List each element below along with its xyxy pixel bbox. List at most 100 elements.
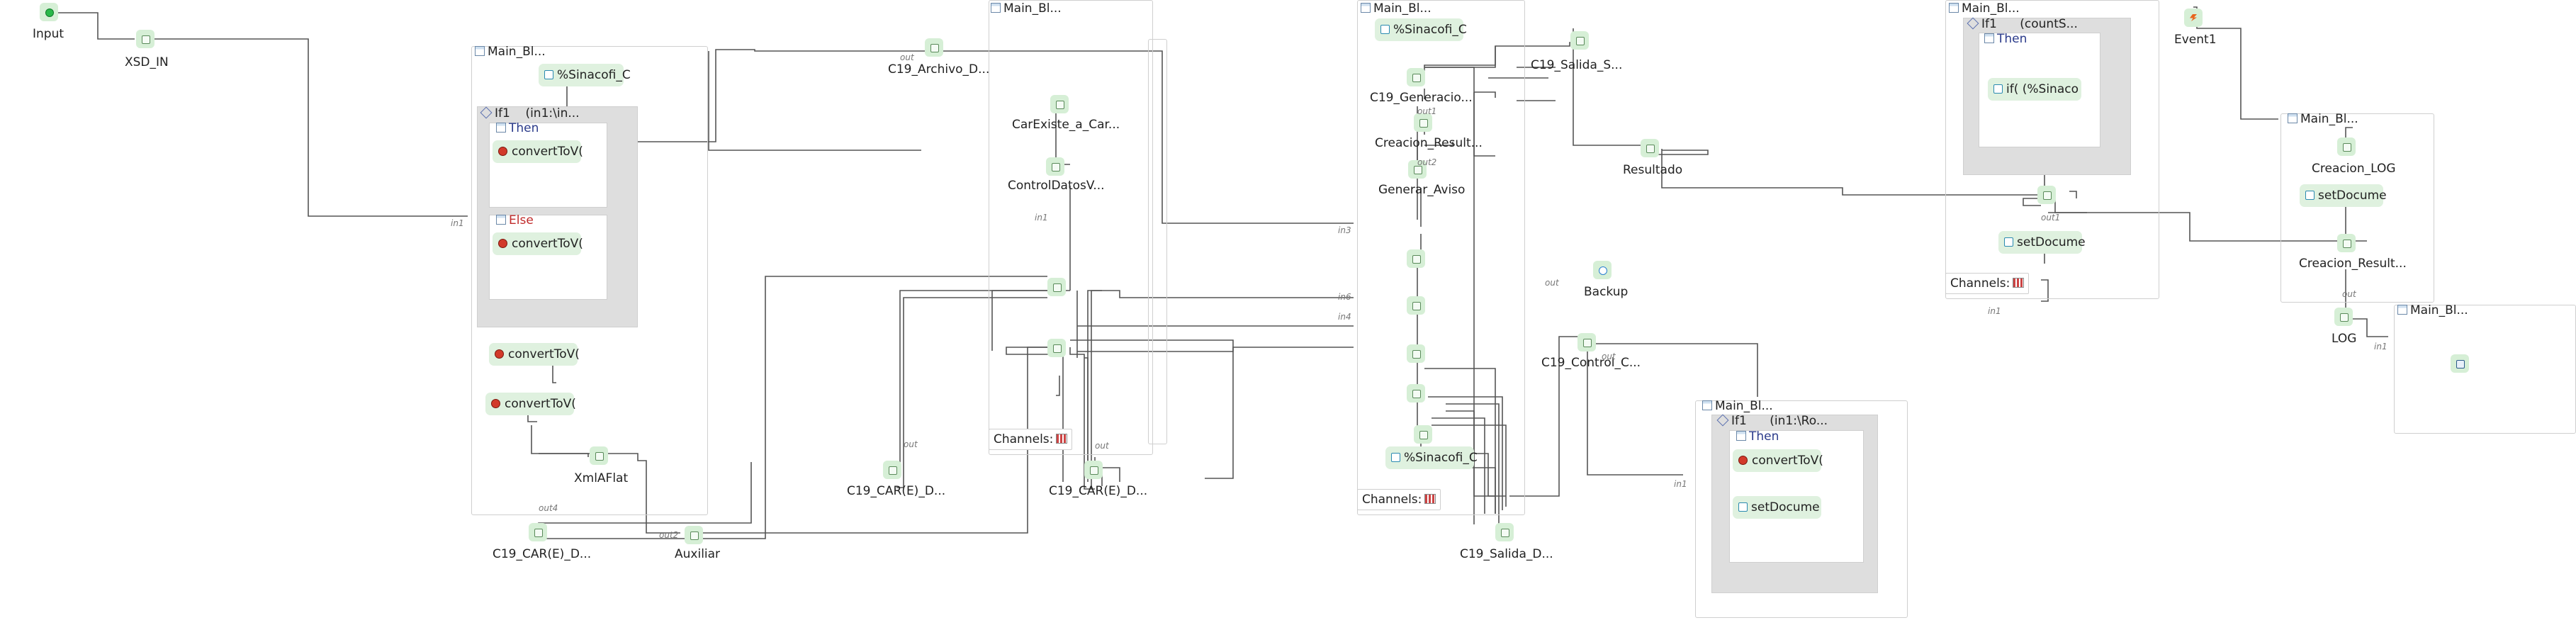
block-icon [475,46,485,56]
main-block-panel-2[interactable] [989,0,1153,455]
c19-car-mid-label: C19_CAR(E)_D... [847,484,946,498]
step-node-3[interactable] [1407,344,1425,363]
controldatos-node[interactable] [1046,157,1064,176]
generar-aviso-label: Generar_Aviso [1378,183,1466,197]
function-icon [495,349,504,359]
end-node[interactable] [2451,354,2469,373]
channels-icon [1424,494,1436,504]
main-block-panel-7[interactable] [1695,400,1908,618]
port-in1-d: in1 [2374,342,2387,351]
auxiliar-label: Auxiliar [675,547,721,561]
assign-icon [2004,237,2013,247]
then-title-3: Then [1736,429,1779,444]
if-diamond-icon [1967,17,1979,30]
port-out1-a: out1 [1417,106,1437,116]
convert-else-pill[interactable]: convertToV( [493,232,583,255]
assign-icon [1738,502,1748,512]
main-block-side-2 [1148,39,1167,444]
port-out-f: out [2342,289,2356,299]
assign-icon [1380,25,1390,34]
then-block-1[interactable] [489,123,607,208]
if-block-title-3: If1 (in1:\Ro... [1716,414,1828,428]
log-node[interactable] [2334,308,2353,326]
auxiliar-node[interactable] [685,526,703,544]
transform-node-2[interactable] [1047,339,1066,357]
port-in1-b: in1 [1035,213,1048,223]
convert-pill-c[interactable]: convertToV( [1733,449,1823,472]
event1-node[interactable] [2184,9,2203,27]
setdocume-pill-1[interactable]: setDocume [1998,231,2086,254]
c19-generacion-node[interactable] [1407,68,1425,86]
then-title-2: Then [1984,32,2027,46]
block-icon [2397,305,2407,315]
c19-control-node[interactable] [1577,333,1596,351]
carexiste-node[interactable] [1050,95,1069,113]
main-block-panel-6[interactable] [2394,305,2576,434]
block-icon [496,215,506,225]
generar-aviso-node[interactable] [1408,160,1427,179]
sinacofi-pill-1[interactable]: %Sinacofi_C [539,64,631,86]
port-out2-a: out2 [1417,157,1437,167]
resultado-node[interactable] [1641,139,1659,157]
step-node-2[interactable] [1407,296,1425,315]
main-block-title-2: Main_Bl... [991,1,1062,16]
creacion-result-node[interactable] [1414,113,1432,132]
setdocume-pill-3[interactable]: setDocume [1733,496,1821,519]
c19-salida-node[interactable] [1570,31,1589,50]
creacion-result2-label: Creacion_Result... [2299,257,2407,271]
else-title-1: Else [496,213,534,227]
c19-car-mid2-node[interactable] [1084,461,1103,479]
convert-then-pill[interactable]: convertToV( [493,140,583,163]
block-icon [1736,431,1746,441]
xmlaflat-node[interactable] [590,446,608,465]
c19-bottom-node[interactable] [1495,523,1514,541]
channels-4[interactable]: Channels: [1945,273,2030,294]
main-block-panel-3[interactable] [1357,0,1525,515]
resultado-label: Resultado [1623,163,1683,177]
if-block-title-1: If1 (in1:\in... [480,106,580,120]
channels-2[interactable]: Channels: [989,429,1073,450]
port-out-c: out [1095,441,1109,451]
port-out4: out4 [539,503,558,513]
convert-pill-a[interactable]: convertToV( [489,343,580,366]
channels-3[interactable]: Channels: [1357,489,1441,510]
creacion-log-node[interactable] [2337,137,2356,156]
setdocume-pill-2[interactable]: setDocume [2300,184,2387,207]
sinacofi-pill-2[interactable]: %Sinacofi_C [1375,18,1467,41]
step-node-1[interactable] [1407,249,1425,268]
convert-pill-b[interactable]: convertToV( [485,393,576,415]
main-block-panel-5[interactable] [2280,113,2434,303]
main-block-title-7: Main_Bl... [1702,399,1773,413]
c19-car-mid-node[interactable] [883,461,901,479]
block-icon [1361,3,1371,13]
c19-archivo-node[interactable] [925,38,943,57]
then-title-1: Then [496,121,539,135]
transform-node-1[interactable] [1047,278,1066,296]
port-out-d: out [1545,278,1559,288]
xsd-in-node[interactable] [136,30,154,48]
if-sinaco-pill[interactable]: if( (%Sinaco [1988,78,2081,101]
input-node[interactable] [40,3,58,21]
main-block-title-3: Main_Bl... [1361,1,1432,16]
xsd-in-label: XSD_IN [125,55,169,69]
c19-archivo-label: C19_Archivo_D... [888,62,990,77]
sinacofi-pill-3[interactable]: %Sinacofi_C [1385,446,1478,469]
main-block-panel-4[interactable] [1945,0,2159,299]
port-out-e: out [1602,351,1616,361]
junction-node-if[interactable] [2037,186,2056,204]
block-icon [991,3,1001,13]
main-block-title-6: Main_Bl... [2397,303,2468,317]
block-icon [2288,113,2297,123]
port-in1-a: in1 [451,218,464,228]
step-node-4[interactable] [1407,384,1425,403]
if-block-title-2: If1 (countS... [1967,17,2078,31]
c19-car-left-node[interactable] [529,523,547,541]
main-block-panel-1[interactable] [471,46,708,515]
assign-icon [544,70,553,79]
else-block-1[interactable] [489,215,607,300]
block-icon [1984,33,1994,43]
step-node-5[interactable] [1414,425,1432,444]
creacion-result2-node[interactable] [2337,234,2356,252]
backup-node[interactable] [1593,261,1612,279]
